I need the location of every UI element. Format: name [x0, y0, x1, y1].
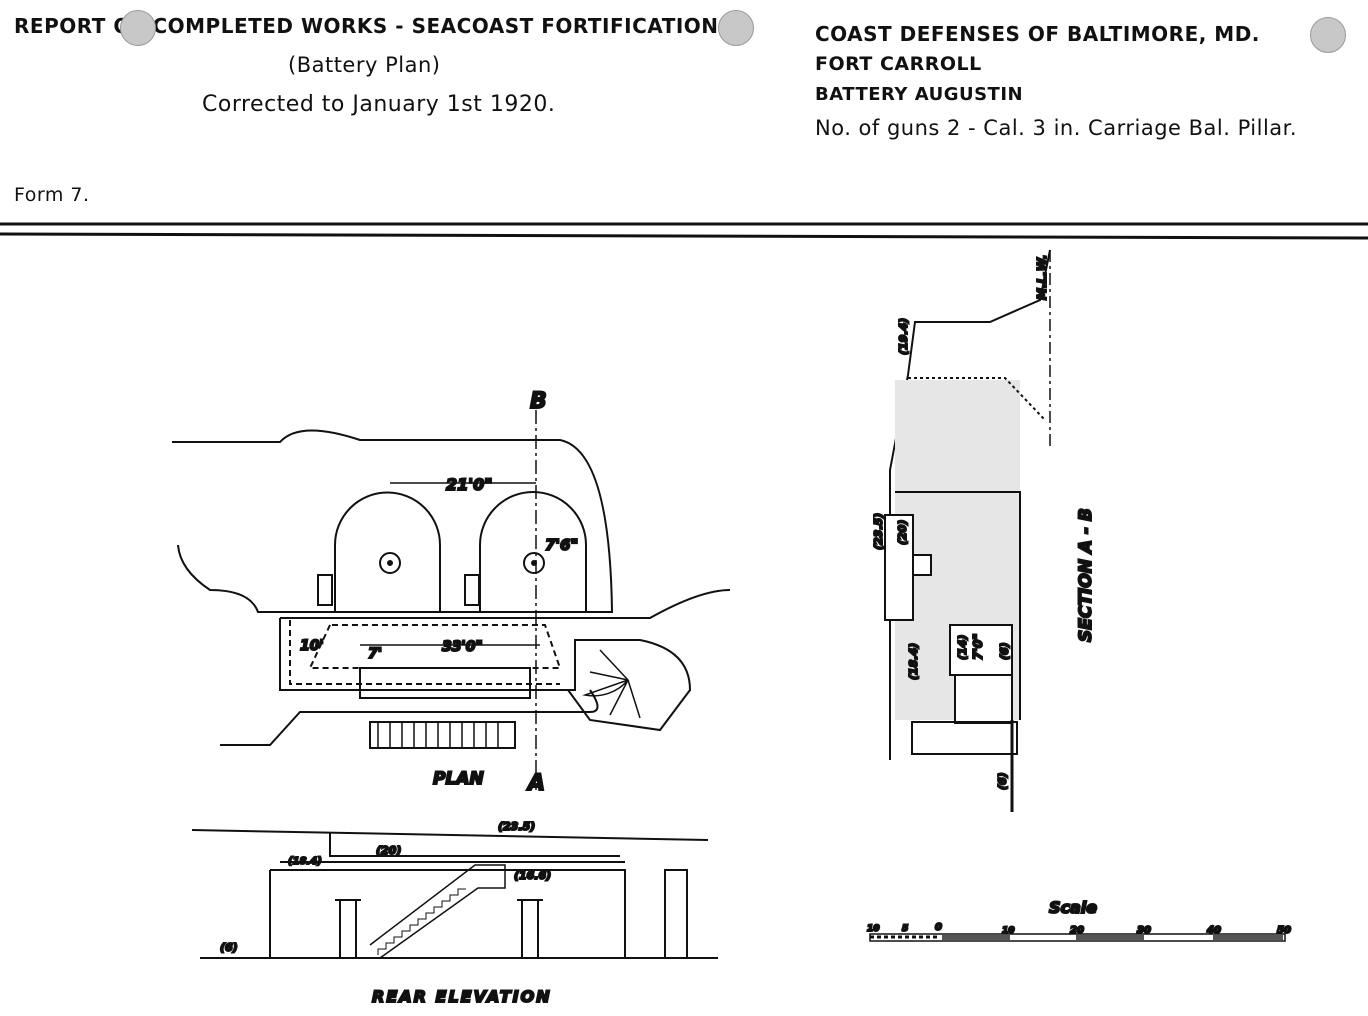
scale-tick: 10 [1002, 926, 1015, 936]
section-elev-20: (20) [896, 520, 909, 545]
coast-defenses: COAST DEFENSES OF BALTIMORE, MD. [815, 22, 1260, 46]
plan-dim-width: 21'0" [446, 475, 493, 494]
report-subtitle: (Battery Plan) [288, 53, 441, 77]
scale-tick: 30 [1137, 925, 1151, 936]
section-label: SECTION A - B [1076, 508, 1096, 642]
section-elev-184: (18.4) [907, 643, 920, 680]
plan-dim-radius: 7'6" [545, 536, 578, 554]
corrected-date: Corrected to January 1st 1920. [202, 92, 556, 117]
plan-dim-7: 7' [368, 646, 382, 662]
plan-label: PLAN [433, 769, 484, 789]
section-dim-70: 7'0" [971, 633, 985, 660]
punch-hole [718, 10, 754, 46]
plan-section-b: B [530, 389, 547, 414]
scale-tick: 50 [1277, 925, 1291, 936]
plan-dim-length: 33'0" [442, 639, 483, 655]
guns-info: No. of guns 2 - Cal. 3 in. Carriage Bal.… [815, 116, 1298, 140]
section-elev-6a: (6) [998, 642, 1011, 660]
rear-elev-20: (20) [376, 844, 401, 857]
scale-tick: 5 [902, 924, 908, 934]
plan-view [172, 410, 731, 790]
scale-tick: 20 [1070, 925, 1084, 936]
section-elev-235: (23.5) [872, 513, 885, 550]
plan-dim-10: 10' [300, 638, 324, 654]
section-elev-194: (19.4) [897, 318, 910, 355]
form-number: Form 7. [14, 184, 90, 206]
header-rule [0, 222, 1368, 240]
section-elev-6b: (6) [996, 772, 1009, 790]
punch-hole [1310, 17, 1346, 53]
rear-elev-166: (16.6) [514, 869, 551, 882]
rear-elev-184: (18.4) [288, 856, 322, 867]
rear-elev-6: (6) [220, 941, 238, 954]
scale-tick: 10 [867, 924, 880, 934]
rear-elev-235: (23.5) [498, 820, 535, 833]
scale-title: Scale [1049, 898, 1097, 917]
section-view [884, 249, 1051, 812]
section-elev-14: (14) [956, 635, 969, 660]
battery-name: BATTERY AUGUSTIN [815, 84, 1024, 105]
rear-elevation-view [191, 829, 718, 959]
fort-name: FORT CARROLL [815, 53, 982, 75]
scale-bar [869, 933, 1286, 942]
rear-elevation-label: REAR ELEVATION [372, 987, 552, 1006]
section-mlw: M.L.W. [1035, 255, 1049, 300]
scale-tick: 40 [1206, 925, 1221, 936]
plan-section-a: A [526, 771, 545, 796]
punch-hole [120, 10, 156, 46]
scale-tick: 0 [935, 922, 942, 933]
